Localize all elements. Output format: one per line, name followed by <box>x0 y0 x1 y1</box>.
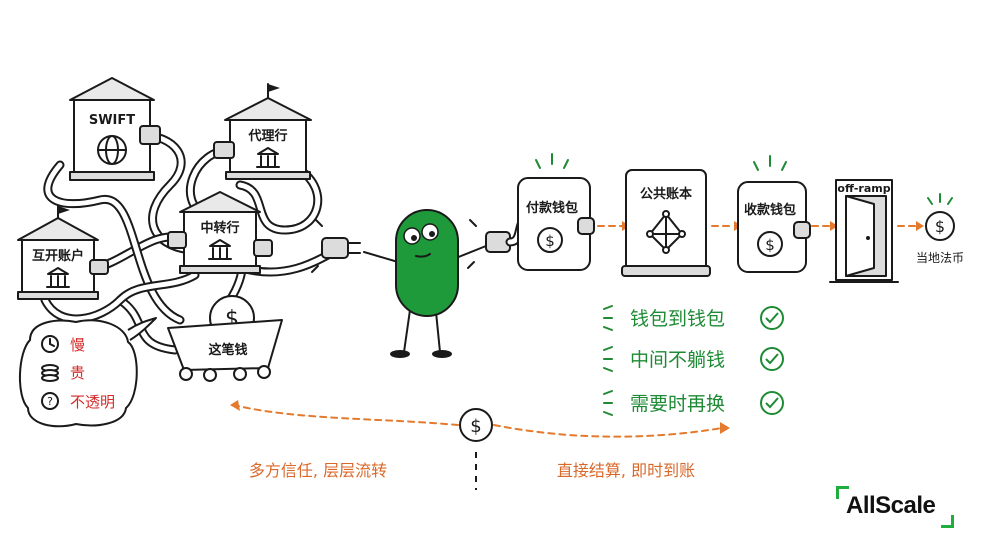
offramp-door: off-ramp <box>829 179 899 283</box>
check-circle-icon <box>760 347 784 371</box>
benefit-item: 中间不躺钱 <box>603 346 784 372</box>
allscale-logo: AllScale <box>836 486 954 528</box>
question-icon: ? <box>41 392 59 410</box>
benefit-label: 中间不躺钱 <box>630 349 725 371</box>
svg-text:?: ? <box>47 395 53 408</box>
public-ledger: 公共账本 <box>621 169 711 277</box>
problem-label: 不透明 <box>70 393 115 411</box>
problem-item: ? 不透明 <box>41 392 115 411</box>
cart-label: 这笔钱 <box>208 342 247 358</box>
dollar-icon: $ <box>765 236 775 254</box>
problem-label: 贵 <box>70 364 85 382</box>
offramp-label: off-ramp <box>837 182 890 195</box>
problem-label: 慢 <box>70 336 85 354</box>
bean-character <box>363 209 487 358</box>
correspondent-label: 互开账户 <box>32 248 84 264</box>
bank-building-icon <box>256 147 280 168</box>
check-circle-icon <box>760 306 784 330</box>
agent-bank: 代理行 <box>213 83 312 180</box>
logo-bracket <box>836 486 849 499</box>
problem-item: 慢 <box>41 335 85 354</box>
swift-label: SWIFT <box>89 113 135 128</box>
plug-right <box>467 217 527 269</box>
left-caption: 多方信任, 层层流转 <box>249 461 387 480</box>
right-caption: 直接结算, 即时到账 <box>557 461 695 480</box>
swift-bank: SWIFT <box>69 77 161 181</box>
intermediary-bank: 中转行 <box>167 191 273 274</box>
bank-building-icon <box>208 239 232 260</box>
bottom-comparison: $ 多方信任, 层层流转 直接结算, 即时到账 <box>230 400 730 490</box>
payee-wallet-label: 收款钱包 <box>744 202 796 218</box>
money-cart: $ 这笔钱 <box>167 295 283 382</box>
coin-stack-icon <box>41 364 59 382</box>
plug-left <box>311 219 361 273</box>
dollar-icon: $ <box>470 416 481 437</box>
problem-item: 贵 <box>41 364 85 382</box>
benefit-label: 需要时再换 <box>630 393 725 415</box>
check-circle-icon <box>760 391 784 415</box>
payer-wallet-label: 付款钱包 <box>526 200 578 216</box>
payer-wallet: 付款钱包 $ <box>517 153 595 271</box>
benefit-item: 钱包到钱包 <box>603 305 784 331</box>
globe-icon <box>97 135 127 165</box>
benefit-list: 钱包到钱包 中间不躺钱 需要时再换 <box>603 305 784 416</box>
benefit-label: 钱包到钱包 <box>630 308 725 330</box>
problems-bubble: 慢 贵 ? 不透明 <box>18 317 157 428</box>
clock-icon <box>41 335 59 353</box>
local-fiat: $ 当地法币 <box>916 193 964 265</box>
agent-bank-label: 代理行 <box>247 128 287 144</box>
dollar-icon: $ <box>935 217 945 236</box>
network-icon <box>646 210 686 254</box>
intermediary-label: 中转行 <box>200 220 239 236</box>
bank-building-icon <box>46 267 70 288</box>
logo-bracket <box>941 515 954 528</box>
correspondent-bank: 互开账户 <box>17 205 109 300</box>
ledger-label: 公共账本 <box>640 186 692 202</box>
dollar-icon: $ <box>545 232 555 250</box>
logo-text: AllScale <box>846 492 936 519</box>
fiat-label: 当地法币 <box>916 251 964 265</box>
center-coin: $ <box>459 408 493 442</box>
payee-wallet: 收款钱包 $ <box>737 155 811 273</box>
benefit-item: 需要时再换 <box>603 390 784 416</box>
